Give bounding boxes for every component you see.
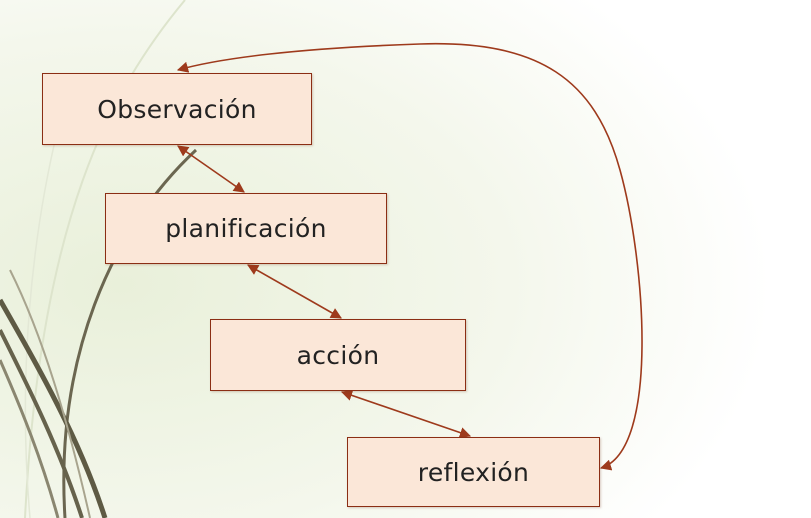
node-reflexion-label: reflexión xyxy=(417,457,530,487)
background-curve-dark-5 xyxy=(9,269,91,518)
arrow-reflexion-observacion-loop xyxy=(176,42,643,471)
background-curve-dark-1 xyxy=(62,148,198,518)
arrow-planificacion-accion xyxy=(247,264,342,319)
node-observacion: Observación xyxy=(42,73,312,145)
node-planificacion-label: planificación xyxy=(165,214,327,243)
background-curve-dark-2 xyxy=(0,298,108,518)
node-accion: acción xyxy=(210,319,466,391)
node-reflexion: reflexión xyxy=(347,437,600,507)
node-accion-label: acción xyxy=(296,340,380,370)
background-curve-dark-4 xyxy=(0,359,60,518)
arrow-accion-reflexion xyxy=(340,389,472,439)
arrow-observacion-planificacion xyxy=(177,145,245,193)
background-curve-dark-3 xyxy=(0,329,84,518)
node-observacion-label: Observación xyxy=(97,94,257,124)
node-planificacion: planificación xyxy=(105,193,387,264)
